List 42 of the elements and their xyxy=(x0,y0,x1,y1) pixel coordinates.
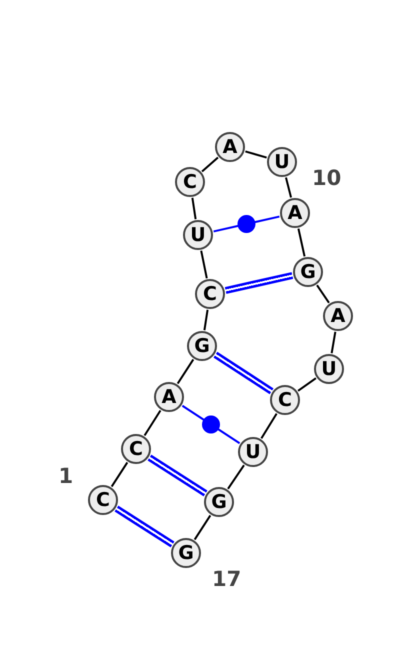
backbone-line xyxy=(330,332,336,354)
position-number: 17 xyxy=(212,567,242,591)
nucleotide-circle: U xyxy=(183,220,213,250)
position-number: 10 xyxy=(312,166,342,190)
backbone-line xyxy=(297,228,306,257)
nucleotide-circle: G xyxy=(187,331,217,361)
nucleotide-circle: C xyxy=(88,485,118,515)
backbone-line xyxy=(144,410,162,436)
nucleotide-circle: U xyxy=(238,437,268,467)
nucleotide-circle: U xyxy=(314,354,344,384)
base-pair-double-line xyxy=(148,454,208,496)
base-pair-dot-line xyxy=(212,215,280,233)
backbone-line xyxy=(284,177,292,198)
nucleotide-circle: C xyxy=(175,167,205,197)
backbone-line xyxy=(176,358,194,384)
backbone-line xyxy=(227,464,245,490)
base-pair-double-line xyxy=(224,272,294,294)
base-pair-double-line xyxy=(114,506,174,548)
backbone-line xyxy=(191,198,197,220)
nucleotide-circle: A xyxy=(323,301,353,331)
nucleotide-circle: A xyxy=(154,382,184,412)
backbone-line xyxy=(260,413,278,439)
backbone-line xyxy=(110,462,128,488)
backbone-line xyxy=(245,150,267,159)
backbone-line xyxy=(201,156,219,172)
position-number: 1 xyxy=(58,464,74,488)
nucleotide-circle: U xyxy=(267,147,297,177)
backbone-line xyxy=(203,310,209,330)
nucleotide-circle: A xyxy=(215,132,245,162)
nucleotide-circle: G xyxy=(204,487,234,517)
nucleotide-circle: G xyxy=(171,538,201,568)
backbone-line xyxy=(200,250,208,279)
backbone-line xyxy=(298,377,316,392)
backbone-line xyxy=(316,284,330,304)
nucleotide-circle: C xyxy=(270,385,300,415)
nucleotide-circle: C xyxy=(121,434,151,464)
base-pair-double-line xyxy=(214,352,274,394)
nucleotide-circle: C xyxy=(195,279,225,309)
backbone-line xyxy=(194,514,212,540)
nucleotide-circle: G xyxy=(293,257,323,287)
base-pair-dot-line xyxy=(181,404,241,444)
nucleotide-circle: A xyxy=(280,198,310,228)
